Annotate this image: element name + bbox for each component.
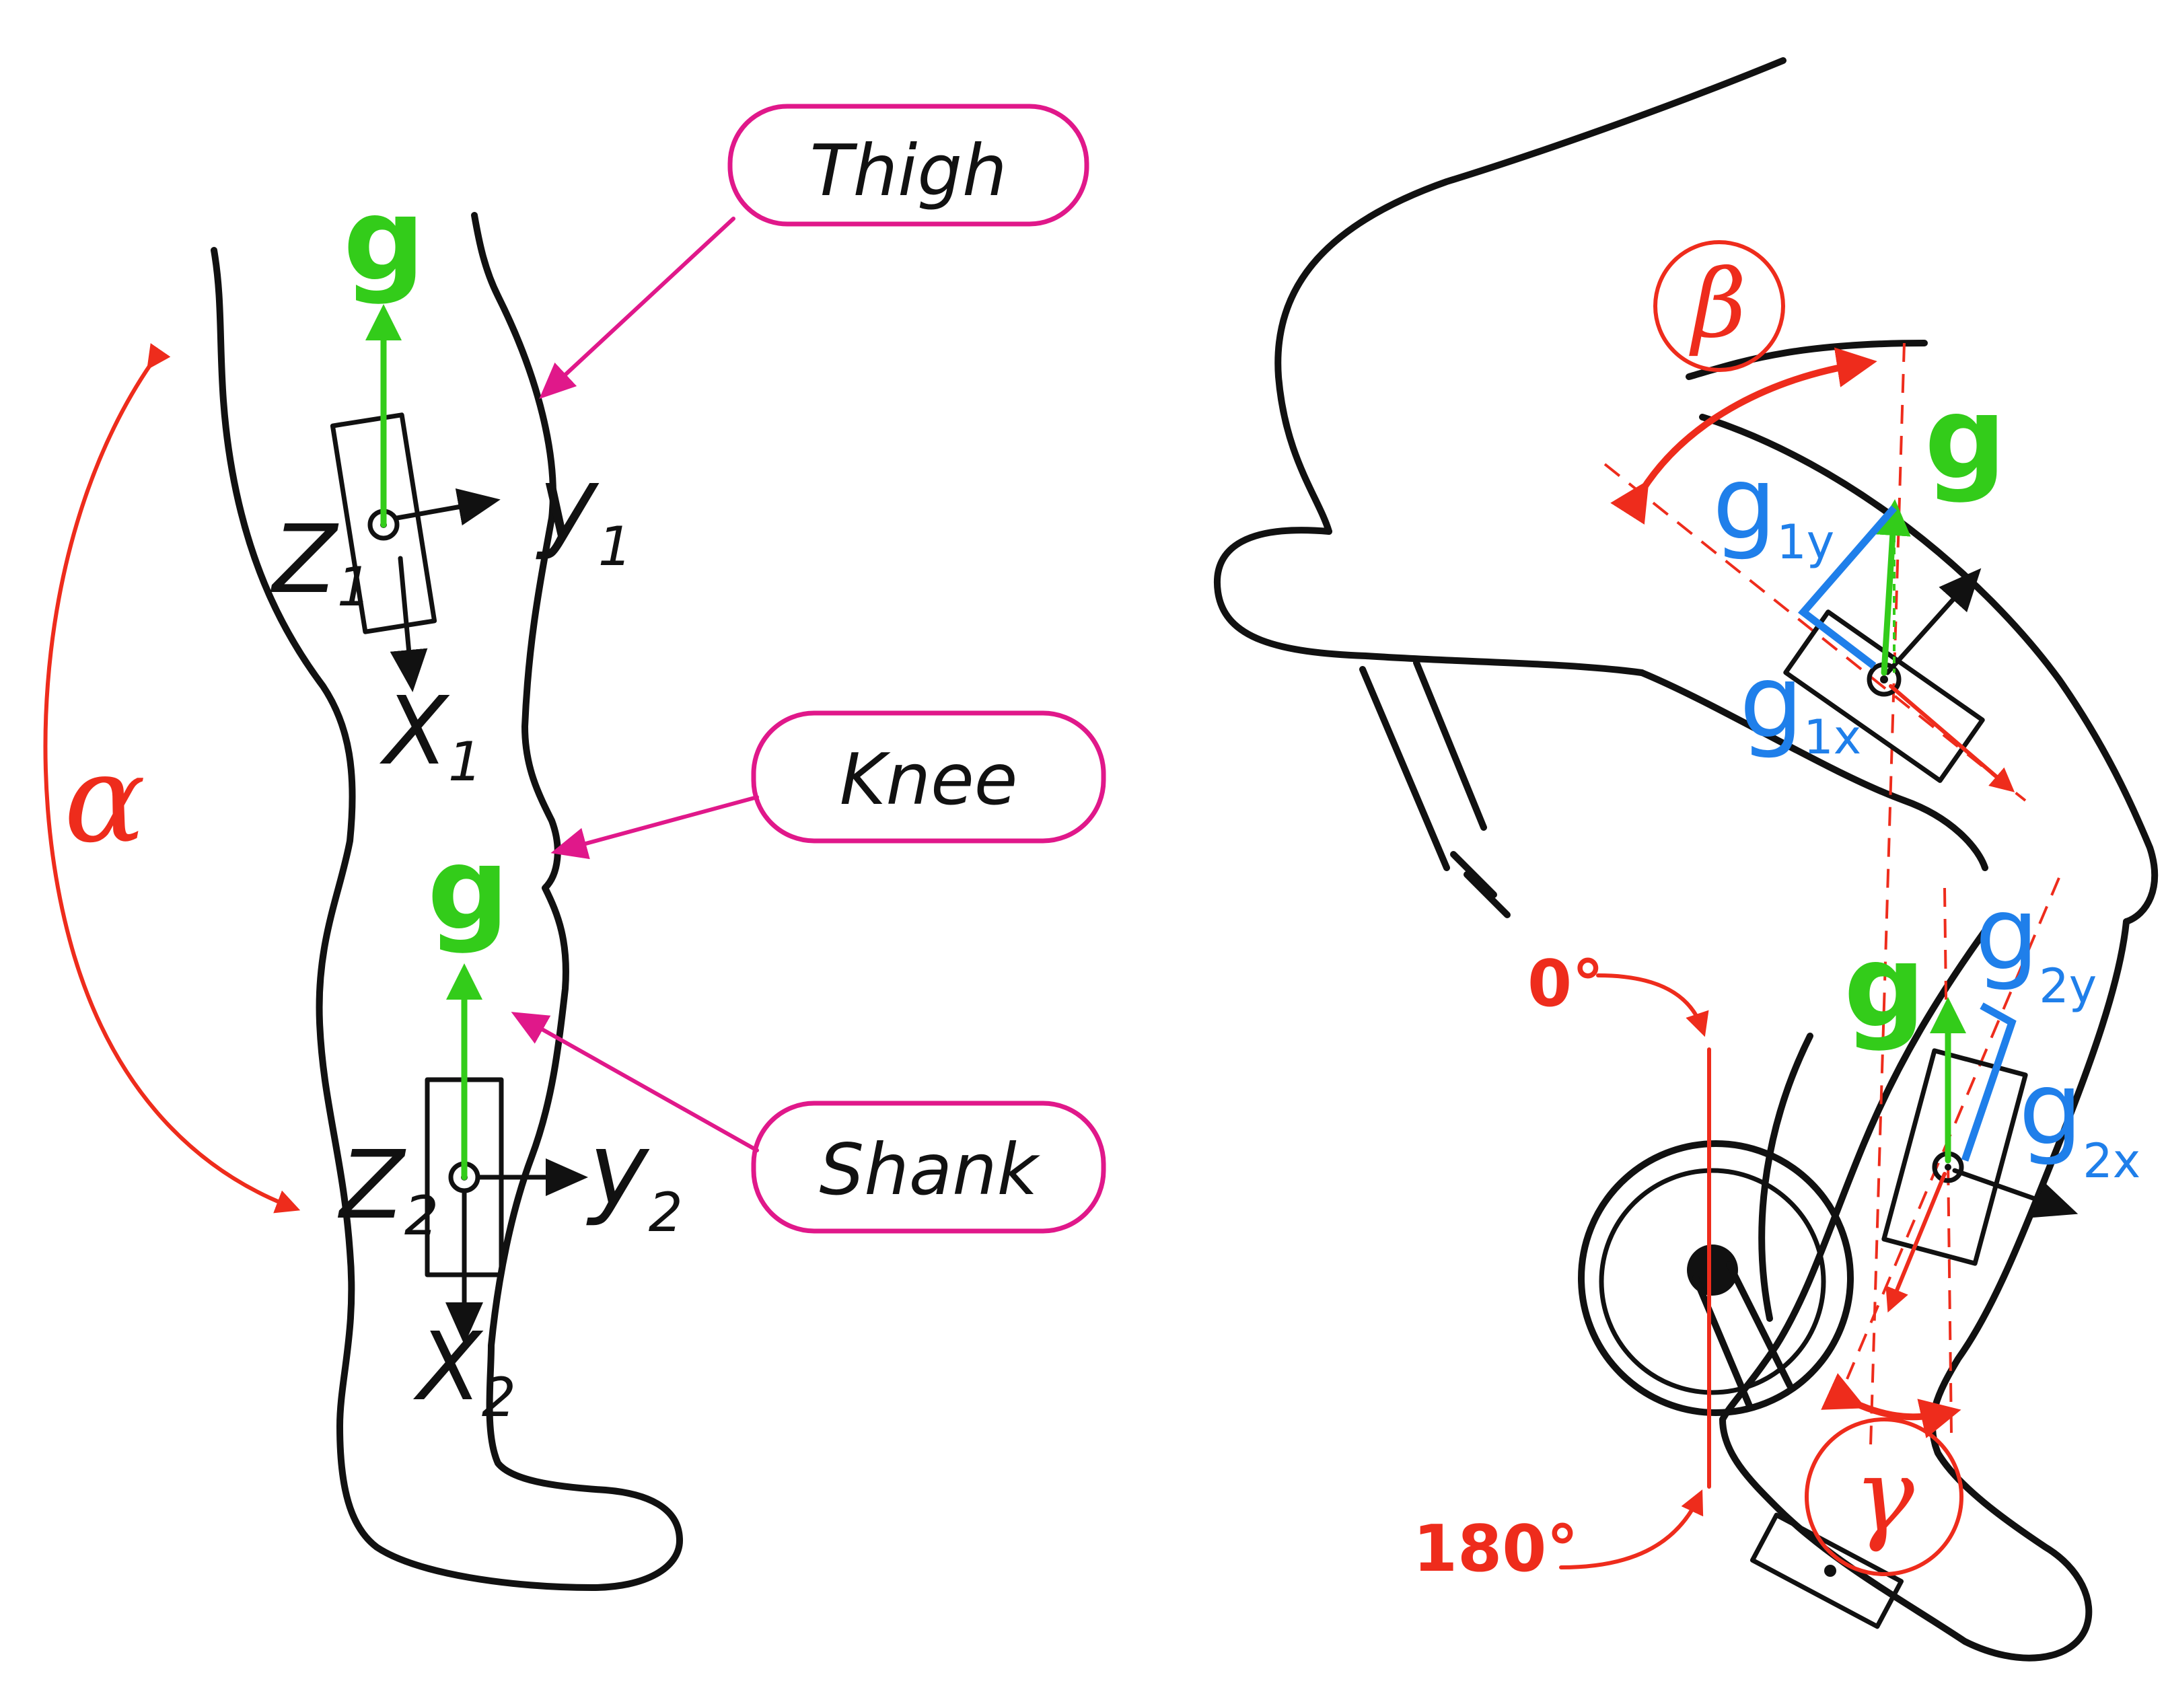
knee-callout-label: Knee [840,739,1018,821]
thigh-underside-outline [1638,669,1988,871]
alpha-label: α [64,729,146,870]
alpha-angle-arc [43,343,301,1214]
thigh-callout-box [727,104,1089,227]
crank-wheel-inner [1599,1168,1826,1395]
z1-label: Z1 [270,505,371,618]
shank-sensor-dot-seated [1945,1164,1951,1171]
shank-x-axis-seated [1885,1172,1947,1313]
g2x-label: g2x [2019,1051,2140,1189]
shank-callout-arrow [511,1012,759,1152]
seated-thigh-g-label: g [1924,372,2007,505]
beta-circle [1653,240,1785,372]
thigh-callout-arrow [539,217,735,400]
zero-pointer [1596,973,1709,1037]
thigh-sensor-box [330,412,437,634]
thigh-gravity-seated [1874,499,1911,676]
shank-components-bracket [1961,1002,2017,1162]
crank-arm [1692,1261,1793,1409]
g1y-label: g1y [1712,445,1834,570]
shank-normal-axis-seated [1952,1168,2079,1218]
thigh-normal-axis-seated [1885,568,1982,675]
g1x-label: g1x [1739,644,1861,765]
thigh-axis-line [1603,463,2027,802]
gamma-label: γ [1854,1438,1914,1555]
thigh-callout-label: Thigh [809,130,1007,212]
callouts: Thigh Knee Shank [511,104,1106,1234]
seat-post [1359,659,1511,918]
g2y-label: g2y [1975,876,2097,1014]
beta-angle-arc [1610,347,1877,525]
shank-callout-box [751,1101,1106,1234]
leg-outline-left [211,212,683,1591]
thigh-x1-axis [390,556,428,692]
torso-outline [1274,57,1786,535]
knee-g-label: g [427,823,509,956]
left-leg-figure [43,212,683,1591]
y1-label: y1 [536,445,633,578]
shank-front-outline [1719,918,2130,1662]
seat-outline [1213,527,1645,676]
one-eighty-pointer [1559,1489,1704,1569]
pedal [1749,1512,1904,1629]
thigh-y1-axis [394,488,501,526]
gamma-angle-arc [1821,1373,1961,1438]
x2-label: X2 [412,1312,516,1429]
left-leg-labels: g g Z1 y1 X1 Z2 y2 X2 α [64,174,683,1429]
thigh-x-axis-seated [1889,684,2015,792]
thigh-sensor-dot-seated [1880,675,1888,683]
right-cycling-figure [1213,57,2159,1662]
x1-label: X1 [379,677,482,793]
thigh-sensor-box-seated [1783,609,1985,783]
shank-callout-label: Shank [820,1129,1041,1211]
pedal-dot [1824,1565,1836,1577]
one-eighty-degree-label: 180° [1413,1512,1579,1586]
thigh-components-bracket [1797,505,1898,669]
z2-label: Z2 [337,1131,439,1247]
thigh-g-label: g [343,174,425,307]
crank-wheel-outer [1578,1140,1854,1416]
knee-callout-box [751,710,1106,844]
shank-sensor-box-seated [1881,1048,2028,1266]
y2-label: y2 [586,1111,683,1244]
seated-shank-g-label: g [1844,920,1926,1053]
zero-degree-label: 0° [1527,947,1604,1021]
beta-label: β [1689,250,1747,359]
gamma-circle [1805,1417,1963,1576]
knee-callout-arrow [550,795,759,860]
calf-back-outline [1758,1033,1813,1322]
right-figure-labels: g g g1y g1x g2y g2x β γ 0° 180° [1413,250,2140,1586]
